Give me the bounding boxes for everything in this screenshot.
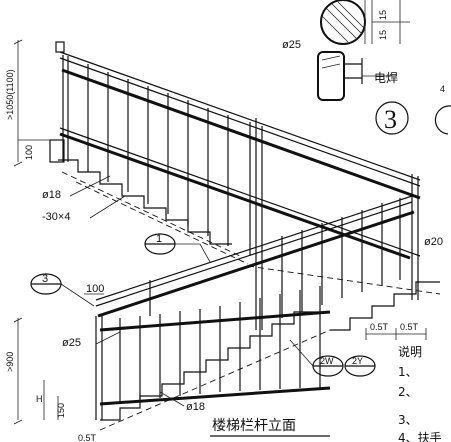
upper-handrail: [55, 41, 421, 260]
h-label: H: [36, 394, 43, 404]
phi20-label: ø20: [424, 236, 443, 248]
upper-right-steps: [247, 265, 441, 331]
notes-line-2: 2、: [398, 385, 418, 399]
title-text: 楼梯栏杆立面: [212, 418, 296, 434]
lower-height-dimension: >900 H 150: [5, 317, 66, 425]
ref-markers: 2W 2Y: [289, 339, 376, 377]
upper-100-label: 100: [24, 145, 34, 160]
half-t-a: 0.5T: [370, 322, 389, 332]
weld-label: 电焊: [374, 70, 398, 85]
ref-2w: 2W: [320, 356, 334, 366]
half-t-b: 0.5T: [400, 322, 419, 332]
drawing-title: 楼梯栏杆立面: [210, 418, 330, 437]
lower-phi25-label: ø25: [62, 337, 81, 349]
notes-line-4: 4、扶手: [398, 430, 442, 442]
lower-height-label: >900: [5, 352, 15, 372]
detail-callout-3: 3: [384, 105, 397, 134]
lower-balusters: [119, 280, 321, 402]
callout-1-number: 1: [156, 233, 162, 245]
landing-balusters: [281, 198, 401, 318]
handrail-section-detail: 15 15 ø25 电焊 3 4: [282, 0, 451, 135]
lower-100-label: 100: [86, 283, 104, 295]
notes-line-1: 1、: [398, 365, 418, 379]
flat-bar-label: -30×4: [42, 211, 70, 223]
top-right-4: 4: [440, 84, 445, 94]
dim-15-a: 15: [378, 10, 388, 20]
dim-150-label: 150: [56, 403, 66, 418]
lower-handrail: [95, 310, 331, 420]
bottom-left-label: 0.5T: [78, 433, 97, 442]
notes-heading: 说明: [398, 344, 422, 359]
landing-rail: [95, 174, 419, 318]
upper-balusters: [62, 55, 263, 330]
dim-15-b: 15: [378, 30, 388, 40]
notes-block: 说明 1、 2、 3、 4、扶手: [398, 344, 442, 442]
newel-cap: [55, 41, 65, 53]
callout-3-left: 3: [30, 273, 95, 307]
callout-3-left-number: 3: [42, 273, 48, 285]
lower-stair-steps: [99, 311, 331, 431]
upper-stair-steps: [58, 159, 249, 265]
half-t-dimensions: 0.5T 0.5T: [365, 322, 427, 340]
upper-phi18-label: ø18: [42, 189, 61, 201]
ref-2y: 2Y: [352, 356, 363, 366]
notes-line-3: 3、: [398, 413, 418, 427]
post-base: [49, 139, 65, 163]
callout-1: 1: [144, 233, 211, 263]
lower-phi18-label: ø18: [186, 401, 205, 413]
detail-phi25-label: ø25: [282, 39, 301, 51]
upper-height-dimension: >1050(1100) 100: [5, 39, 65, 167]
upper-height-label: >1050(1100): [5, 69, 15, 120]
